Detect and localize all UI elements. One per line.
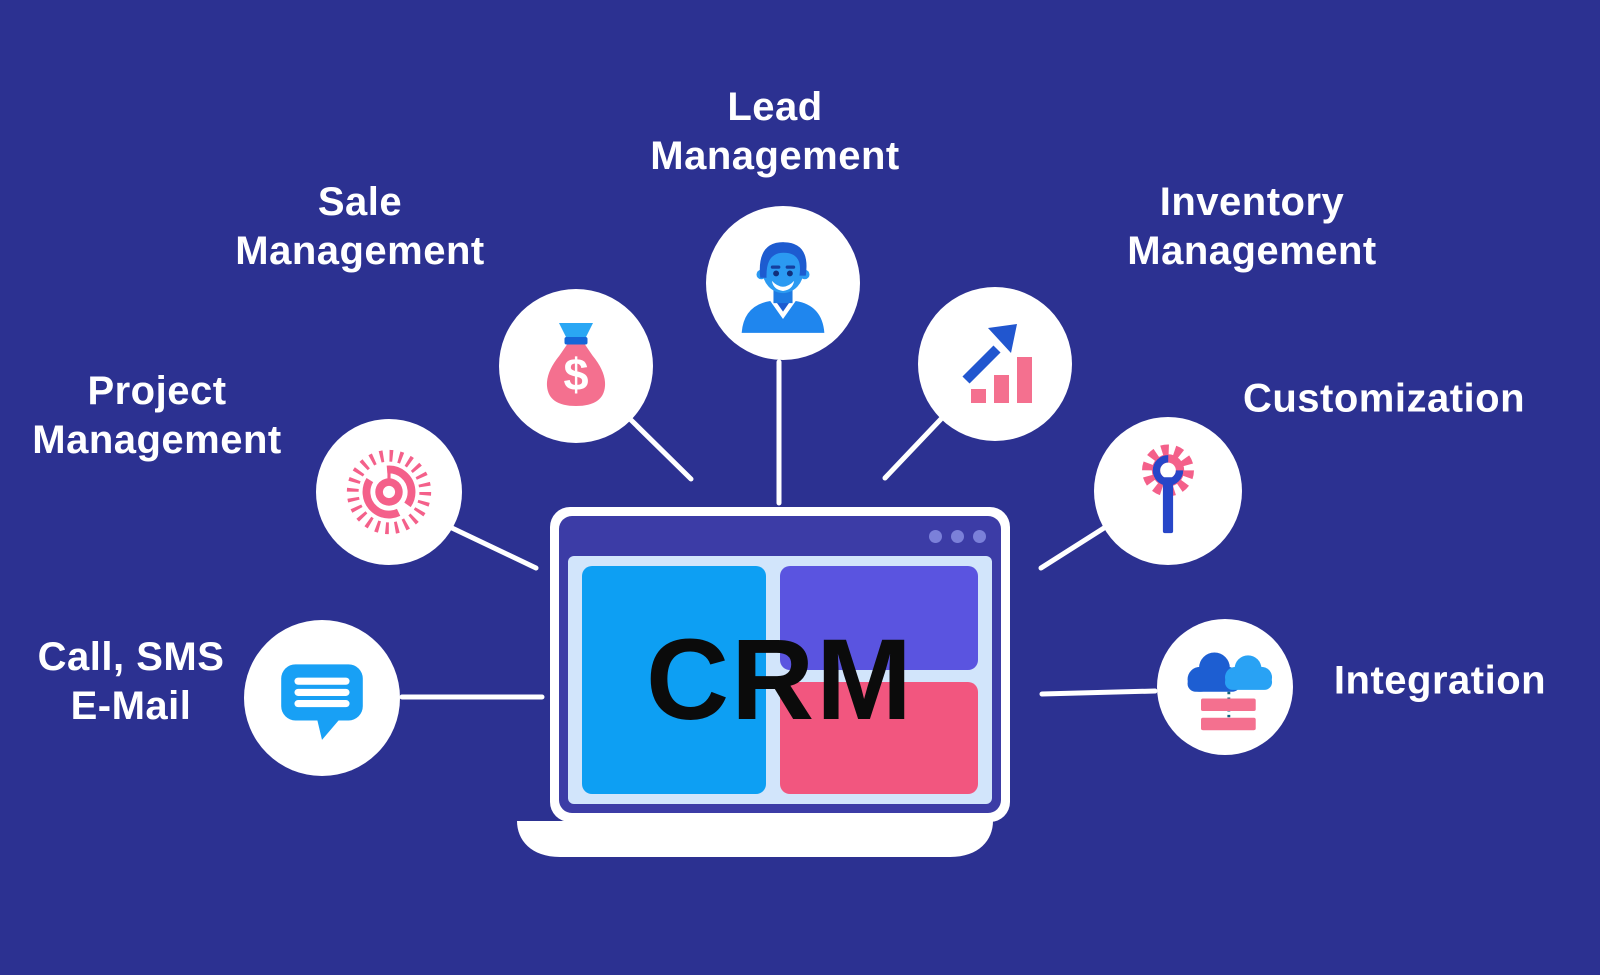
connector-project [449, 525, 539, 571]
laptop-titlebar [559, 516, 1001, 556]
person-icon [741, 242, 825, 333]
label-sale-management: Sale Management [235, 180, 485, 273]
customization-circle [1094, 417, 1242, 565]
screen-block-blue [582, 566, 766, 794]
window-dot [951, 529, 964, 543]
lead-management-circle [706, 206, 860, 360]
dollar-sign: $ [563, 349, 588, 400]
gear-icon [346, 449, 432, 535]
call-sms-email-circle [244, 620, 400, 776]
screen-block-purple [780, 566, 978, 670]
label-call-sms-email: Call, SMS E-Mail [37, 635, 225, 728]
laptop-base [517, 821, 993, 857]
laptop: CRM [550, 507, 1010, 822]
sale-management-circle: $ [499, 289, 653, 443]
connector-inventory [882, 416, 944, 481]
crm-title: CRM [646, 616, 914, 744]
label-project-management: Project Management [32, 369, 282, 462]
connector-customization [1038, 525, 1107, 571]
window-dot [929, 529, 942, 543]
window-dot [973, 529, 986, 543]
money-bag-icon: $ [546, 323, 606, 406]
screen-block-pink [780, 682, 978, 794]
project-management-circle [316, 419, 462, 565]
inventory-management-circle [918, 287, 1072, 441]
growth-chart-icon [962, 324, 1032, 403]
cloud-sync-icon [1187, 652, 1273, 731]
label-customization: Customization [1242, 376, 1526, 421]
label-integration: Integration [1333, 658, 1547, 703]
integration-circle [1157, 619, 1293, 755]
wrench-gear-icon [1142, 444, 1194, 534]
laptop-screen-content: CRM [568, 556, 992, 804]
laptop-frame: CRM [559, 516, 1001, 813]
connector-integration [1039, 688, 1158, 697]
connector-sale [628, 417, 694, 482]
label-lead-management: Lead Management [650, 85, 900, 178]
label-inventory-management: Inventory Management [1127, 180, 1377, 273]
chat-bubble-icon [281, 664, 363, 740]
